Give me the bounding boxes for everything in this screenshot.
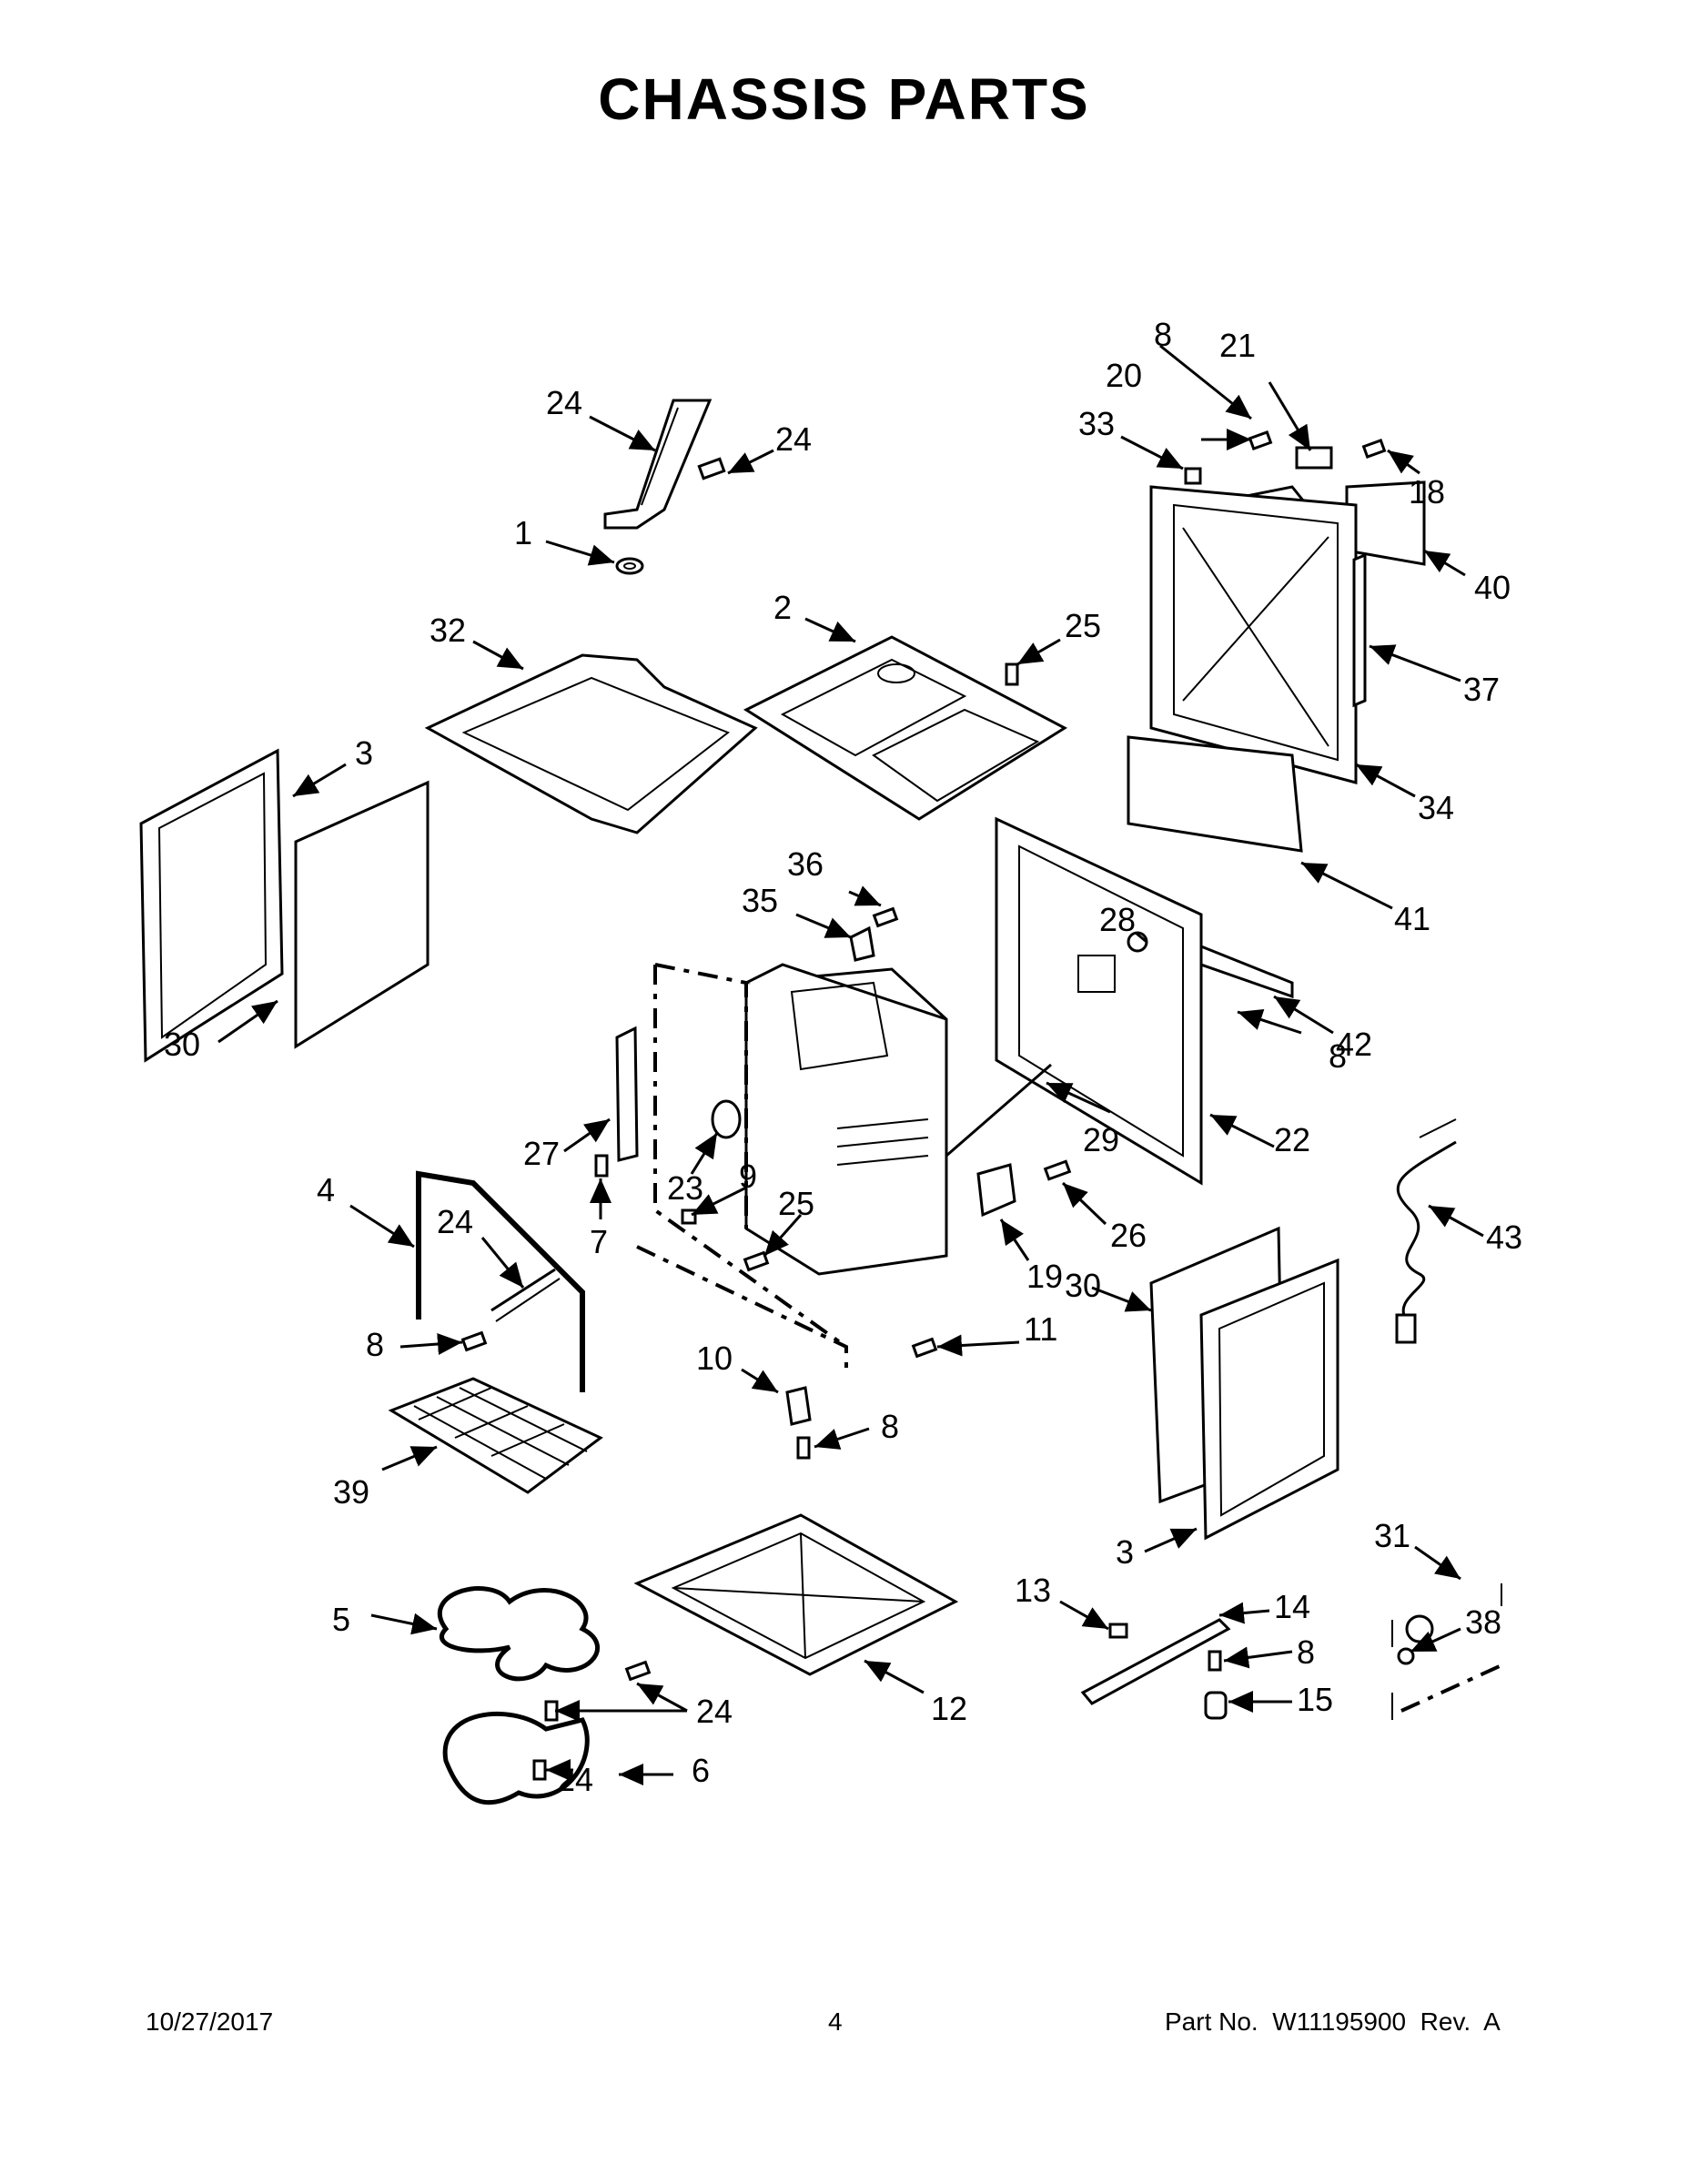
callout-24-right: 24 <box>696 1693 733 1730</box>
channel-part-42 <box>1199 944 1294 999</box>
callout-24-lower: 24 <box>557 1761 593 1798</box>
callout-5: 5 <box>332 1601 350 1638</box>
bracket-part-27 <box>615 1026 639 1162</box>
oven-cavity-part-29 <box>744 963 948 1276</box>
side-panel-part-3-left <box>139 748 284 1063</box>
callout-1: 1 <box>514 514 532 551</box>
callout-26: 26 <box>1110 1217 1147 1254</box>
callout-17: 19 <box>1026 1258 1063 1295</box>
callout-32: 32 <box>430 612 466 649</box>
callout-14: 14 <box>1274 1588 1310 1625</box>
callout-13: 13 <box>1015 1572 1051 1609</box>
rack-part-39 <box>388 1377 603 1494</box>
callout-8-lower: 8 <box>1297 1633 1315 1671</box>
callout-30-right: 30 <box>1065 1267 1101 1304</box>
callout-6: 6 <box>692 1752 710 1789</box>
grommet-part-1 <box>615 557 644 575</box>
callout-19: 21 <box>1219 327 1256 364</box>
side-panel-part-3-right <box>1199 1258 1339 1541</box>
callout-40: 40 <box>1474 569 1511 606</box>
side-insulation-part-30-left <box>294 780 430 1049</box>
callout-15: 15 <box>1297 1681 1333 1718</box>
callout-34: 34 <box>1418 789 1454 826</box>
screw-part-8-left <box>460 1330 488 1352</box>
footer-page-number: 4 <box>828 2007 843 2036</box>
callout-18: 20 <box>1106 357 1142 394</box>
callout-29: 29 <box>1083 1121 1119 1158</box>
back-panel-part-34 <box>1149 485 1358 784</box>
screw-part-24-top <box>697 457 726 480</box>
parts-13-14-15 <box>1080 1618 1231 1720</box>
callout-11: 11 <box>1024 1310 1057 1348</box>
callout-24: 24 <box>775 420 812 458</box>
panel-part-32 <box>424 653 758 834</box>
callout-28: 28 <box>1099 901 1136 938</box>
bracket-part-22 <box>603 399 713 530</box>
leader-lines <box>217 344 1484 1785</box>
callout-8-right: 8 <box>1329 1037 1347 1075</box>
oven-front-frame-outline <box>636 963 848 1374</box>
callout-10: 10 <box>696 1340 733 1377</box>
callout-35: 35 <box>742 882 778 919</box>
callout-36: 36 <box>787 845 824 883</box>
callout-8-center: 8 <box>881 1408 899 1445</box>
callout-37: 37 <box>1463 671 1500 708</box>
callout-20: 22 <box>1274 1121 1310 1158</box>
parts-10-8-center <box>785 1386 812 1460</box>
callout-7: 7 <box>590 1223 608 1260</box>
callout-21: 23 <box>667 1169 703 1207</box>
cooktop-pan-part-2 <box>743 635 1068 821</box>
clip-parts-35-36 <box>849 906 899 962</box>
callout-3: 3 <box>355 734 373 772</box>
screw-part-25-top <box>1005 662 1019 686</box>
part-23 <box>490 1268 561 1322</box>
screw-part-11 <box>911 1337 938 1359</box>
callout-41: 41 <box>1394 900 1430 937</box>
callout-25: 25 <box>1065 607 1101 644</box>
callout-25-mid: 25 <box>778 1185 814 1222</box>
footer-date: 10/27/2017 <box>146 2007 274 2036</box>
callout-16: 18 <box>1409 473 1445 511</box>
callout-27: 27 <box>523 1135 560 1172</box>
screws-parts-9-25 <box>594 1154 770 1272</box>
callout-8-left: 8 <box>366 1326 384 1363</box>
callout-39: 39 <box>333 1473 369 1511</box>
bottom-panel-part-12 <box>633 1513 959 1676</box>
callout-30: 30 <box>164 1026 200 1063</box>
callout-4: 4 <box>317 1171 335 1208</box>
rail-part-37 <box>1352 552 1367 708</box>
gasket-part-4 <box>416 1170 585 1392</box>
callout-8: 8 <box>1154 316 1172 353</box>
rear-panel-part-20 <box>995 816 1203 1186</box>
callout-38: 38 <box>1465 1603 1501 1641</box>
callout-9: 9 <box>739 1158 757 1195</box>
bake-element-part-5 <box>437 1586 601 1682</box>
callout-31: 31 <box>1374 1517 1410 1554</box>
cover-part-41 <box>1127 735 1303 853</box>
callout-labels: 24 24 1 32 2 25 3 30 8 21 20 33 18 40 37… <box>164 316 1522 1798</box>
callout-2: 2 <box>773 589 792 626</box>
part-21 <box>711 1099 742 1139</box>
parts-17-26 <box>976 1159 1072 1218</box>
callout-33: 33 <box>1078 405 1115 442</box>
callout-23: 24 <box>437 1203 473 1240</box>
callout-42: 42 <box>1336 1026 1372 1063</box>
footer-part-number: Part No. W11195900 Rev. A <box>1165 2007 1501 2036</box>
callout-43: 43 <box>1486 1218 1522 1256</box>
callout-12: 12 <box>931 1690 967 1727</box>
callout-22: 24 <box>546 384 582 421</box>
power-cord-part-43 <box>1395 1118 1457 1344</box>
broil-element-part-6 <box>442 1711 590 1805</box>
page-title: CHASSIS PARTS <box>598 66 1090 132</box>
callout-3-right: 3 <box>1116 1533 1134 1571</box>
